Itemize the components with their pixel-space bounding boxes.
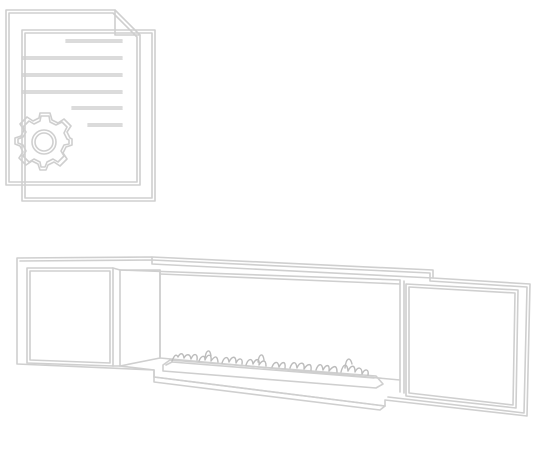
right-glass-panel — [405, 283, 519, 409]
fireplace-body — [16, 256, 531, 417]
gear-icon — [14, 112, 73, 171]
linear-fireplace-insert-icon — [0, 240, 549, 440]
burner-tray — [162, 359, 384, 389]
left-glass-panel — [26, 267, 114, 367]
flame-row — [171, 350, 369, 376]
document-with-gear-icon — [0, 0, 165, 210]
document-front-sheet — [5, 9, 141, 186]
